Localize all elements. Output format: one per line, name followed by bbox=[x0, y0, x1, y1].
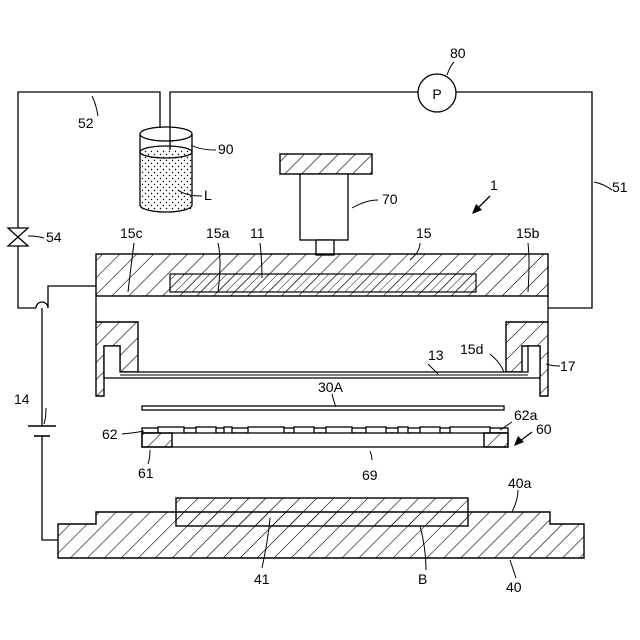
workpiece-41 bbox=[176, 498, 468, 526]
stage-40 bbox=[58, 498, 584, 558]
power-lead-bottom bbox=[42, 436, 58, 540]
label-51: 51 bbox=[612, 179, 628, 195]
label-15c: 15c bbox=[120, 225, 143, 241]
valve-bottom-triangle bbox=[8, 237, 28, 246]
spacer-61-right bbox=[484, 433, 508, 447]
label-B: B bbox=[418, 571, 427, 587]
label-62a: 62a bbox=[514, 407, 538, 423]
spacer-61-left bbox=[142, 433, 172, 447]
label-30A: 30A bbox=[318, 379, 344, 395]
reservoir-90 bbox=[140, 127, 192, 212]
pipe-52-line bbox=[18, 92, 160, 228]
label-14: 14 bbox=[14, 391, 30, 407]
label-L: L bbox=[204, 187, 212, 203]
valve-54 bbox=[8, 228, 28, 246]
chamber-15 bbox=[96, 254, 548, 396]
reservoir-rim bbox=[140, 127, 192, 141]
label-69: 69 bbox=[362, 467, 378, 483]
label-17: 17 bbox=[560, 358, 576, 374]
substrate-69 bbox=[142, 433, 508, 447]
liquid-fill bbox=[140, 150, 192, 210]
pipe-crossover bbox=[36, 302, 48, 308]
label-80: 80 bbox=[450, 45, 466, 61]
apparatus-arrow bbox=[472, 196, 490, 214]
actuator-rod bbox=[316, 240, 334, 255]
label-15d: 15d bbox=[460, 341, 483, 357]
actuator-body bbox=[300, 174, 348, 240]
label-11: 11 bbox=[250, 225, 265, 241]
label-1: 1 bbox=[490, 177, 498, 193]
pipe-to-pump bbox=[170, 92, 418, 150]
label-70: 70 bbox=[382, 191, 398, 207]
mask-30A bbox=[142, 406, 504, 410]
pump-label: P bbox=[432, 86, 441, 102]
heater-11 bbox=[170, 274, 476, 292]
label-40a: 40a bbox=[508, 475, 532, 491]
label-41: 41 bbox=[254, 571, 270, 587]
pump-80: P bbox=[418, 74, 456, 112]
power-source-14 bbox=[28, 308, 58, 540]
mask-assembly bbox=[142, 406, 508, 447]
label-52: 52 bbox=[78, 115, 94, 131]
valve-top-triangle bbox=[8, 228, 28, 237]
actuator-mount bbox=[280, 154, 372, 174]
label-13: 13 bbox=[428, 347, 444, 363]
holder-arrow bbox=[514, 432, 532, 446]
label-40: 40 bbox=[506, 579, 522, 595]
pipe-52-inlet bbox=[48, 286, 96, 308]
label-60: 60 bbox=[536, 421, 552, 437]
label-90: 90 bbox=[218, 141, 234, 157]
label-15: 15 bbox=[416, 225, 432, 241]
pipe-52-lower bbox=[18, 246, 36, 308]
right-frame bbox=[506, 322, 548, 396]
label-15a: 15a bbox=[206, 225, 230, 241]
label-61: 61 bbox=[138, 465, 154, 481]
label-15b: 15b bbox=[516, 225, 540, 241]
label-62: 62 bbox=[102, 426, 118, 442]
label-54: 54 bbox=[46, 229, 62, 245]
